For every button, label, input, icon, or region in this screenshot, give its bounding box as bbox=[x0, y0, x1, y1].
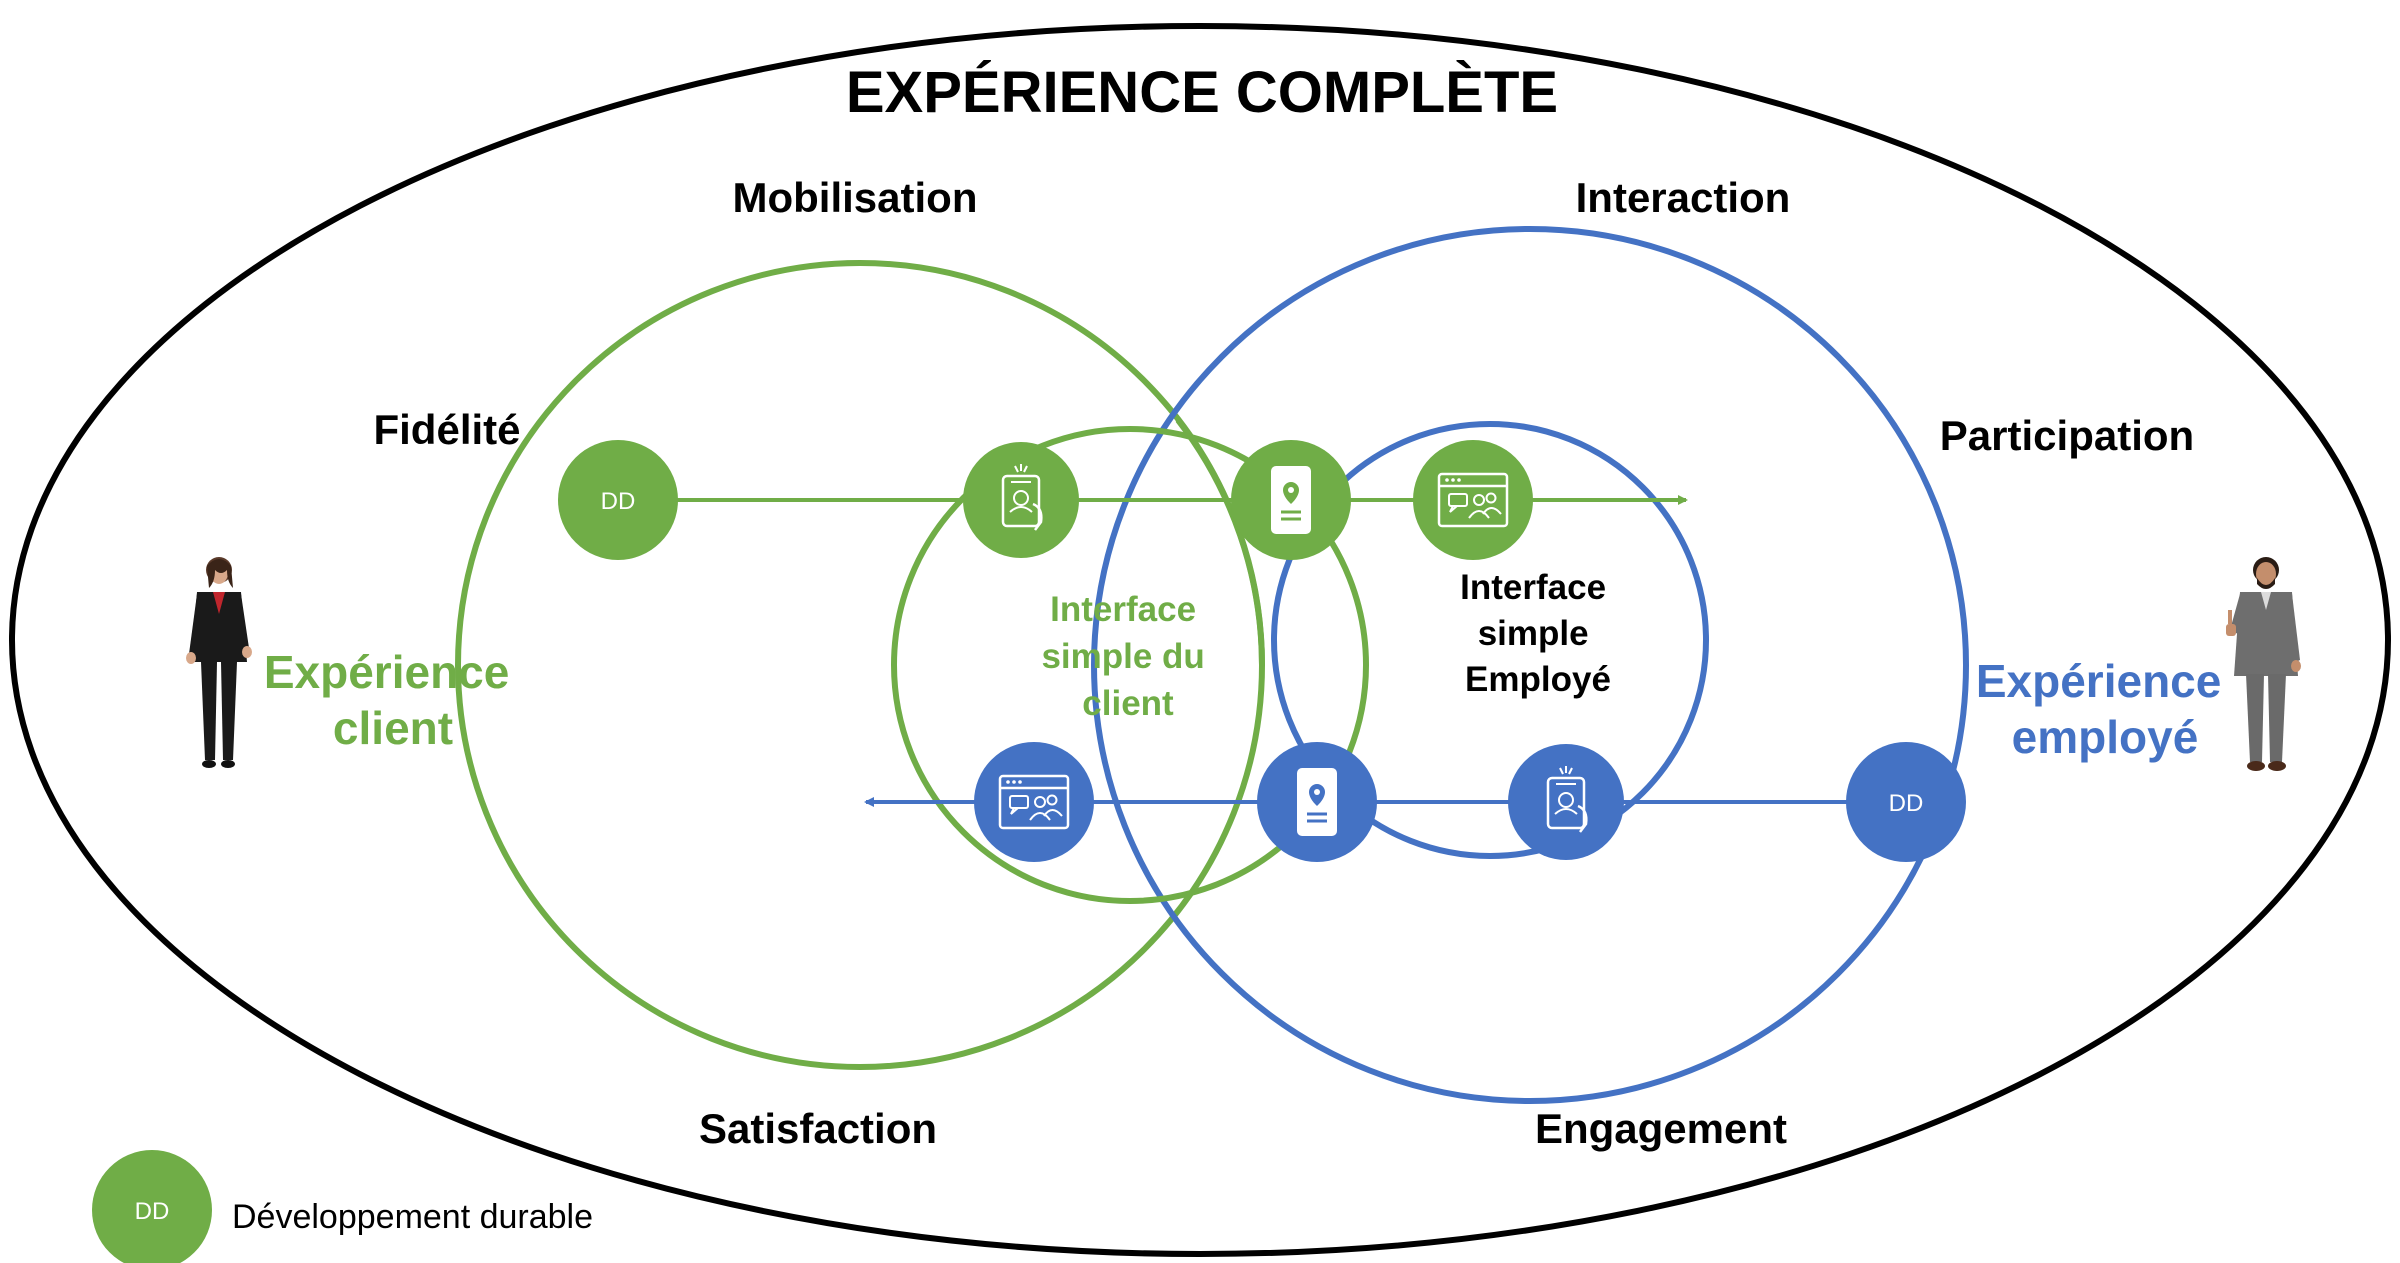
label-satisfaction: Satisfaction bbox=[699, 1105, 937, 1152]
diagram-title: EXPÉRIENCE COMPLÈTE bbox=[846, 60, 1558, 125]
dd-badge-client: DD bbox=[558, 440, 678, 560]
label-interaction: Interaction bbox=[1576, 174, 1791, 221]
phone-location-icon bbox=[1271, 466, 1311, 534]
outer-ellipse bbox=[9, 23, 2391, 1257]
employee-large-circle bbox=[1091, 226, 1969, 1104]
client-small-circle bbox=[891, 426, 1369, 904]
phone-selfie-node-green bbox=[963, 442, 1079, 558]
label-participation: Participation bbox=[1940, 412, 2194, 459]
employee-small-circle bbox=[1271, 421, 1709, 859]
browser-chat-node-green bbox=[1413, 440, 1533, 560]
phone-location-node-green bbox=[1231, 440, 1351, 560]
phone-selfie-node-blue bbox=[1508, 744, 1624, 860]
client-interface-label: Interface simple du client bbox=[1041, 590, 1214, 723]
label-mobilisation: Mobilisation bbox=[733, 174, 978, 221]
legend: DD Développement durable bbox=[92, 1150, 593, 1263]
label-engagement: Engagement bbox=[1535, 1105, 1787, 1152]
legend-text: Développement durable bbox=[232, 1198, 593, 1236]
employee-experience-label: Expérience employé bbox=[1976, 655, 2234, 763]
legend-dd-badge bbox=[92, 1150, 212, 1263]
client-circle-overlap-arc bbox=[1175, 418, 1265, 666]
employee-person-figure bbox=[2226, 557, 2301, 771]
browser-chat-node-blue bbox=[974, 742, 1094, 862]
client-person-figure bbox=[186, 557, 252, 768]
dd-badge-employee: DD bbox=[1846, 742, 1966, 862]
client-experience-label: Expérience client bbox=[264, 646, 522, 754]
phone-location-icon bbox=[1297, 768, 1337, 836]
legend-badge-label: DD bbox=[135, 1198, 170, 1225]
label-fidelite: Fidélité bbox=[373, 406, 520, 453]
dd-badge-label: DD bbox=[601, 488, 636, 515]
phone-location-node-blue bbox=[1257, 742, 1377, 862]
dd-badge-label: DD bbox=[1889, 790, 1924, 817]
employee-interface-label: Interface simple Employé bbox=[1460, 568, 1616, 699]
